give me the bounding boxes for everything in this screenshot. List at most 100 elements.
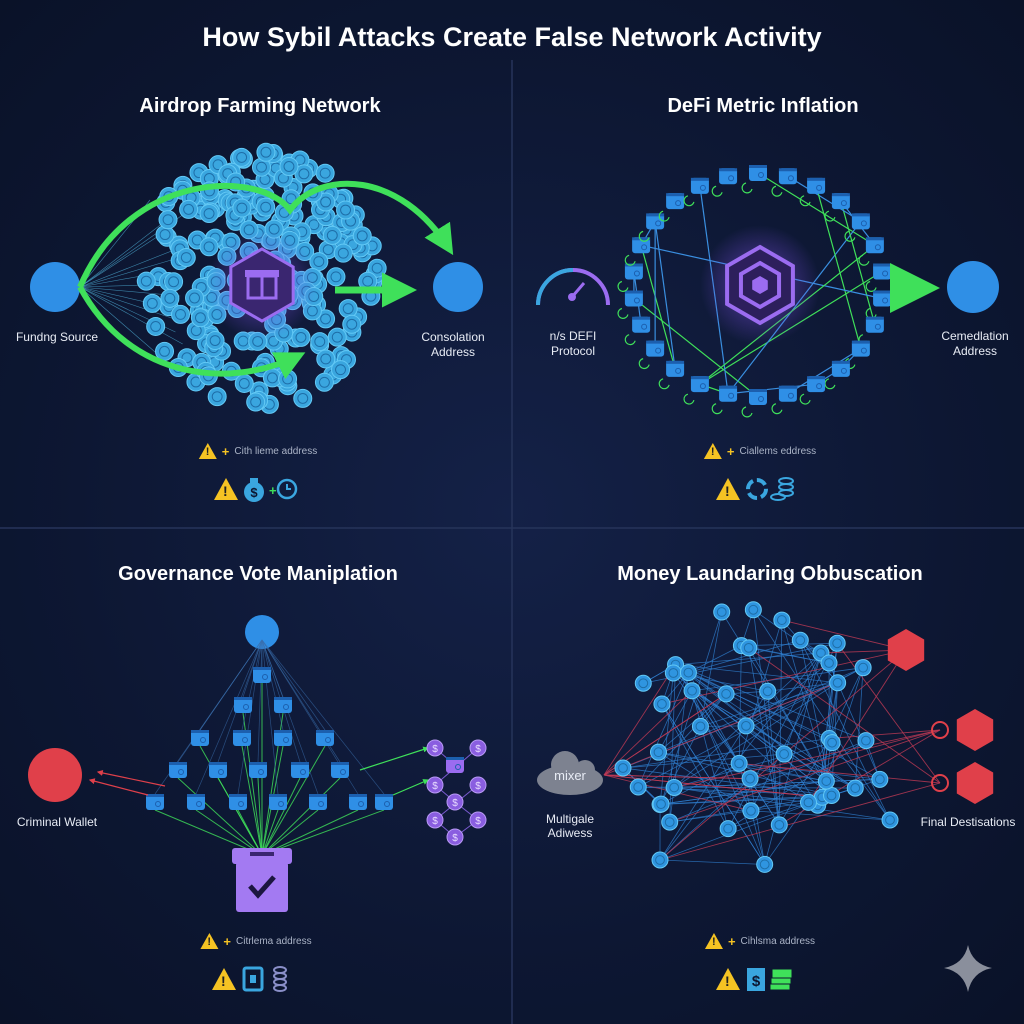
- network-node: [649, 743, 667, 761]
- vote-line: [261, 777, 341, 856]
- network-node: [634, 674, 652, 692]
- coin-icon: [256, 197, 276, 217]
- mixer-label: mixer: [554, 768, 586, 783]
- svg-text:$: $: [452, 798, 458, 809]
- network-link: [659, 672, 674, 805]
- coin-icon: [160, 288, 180, 308]
- wallet-icon: [624, 290, 643, 307]
- funding-source-node: [30, 262, 80, 312]
- transaction-arrow: [654, 221, 678, 371]
- network-node: [651, 851, 669, 869]
- mixer-cloud-icon: [537, 751, 603, 795]
- panel-title-defi: DeFi Metric Inflation: [667, 95, 859, 117]
- network-link: [673, 682, 838, 788]
- network-node: [881, 811, 899, 829]
- network-node: [773, 611, 791, 629]
- transaction-arrow: [840, 201, 877, 326]
- svg-text:$: $: [475, 816, 481, 827]
- network-link: [748, 647, 780, 825]
- protocol-hexagon-core: [752, 276, 768, 294]
- final-destination-hexagon: [887, 629, 925, 671]
- wallet-icon: [274, 730, 292, 746]
- coin-icon: [291, 327, 311, 347]
- wallet-icon: [873, 290, 892, 307]
- green-arrow: [392, 779, 430, 796]
- wallet-icon: [375, 794, 393, 810]
- multigale-label-1: Multigale: [545, 812, 595, 826]
- network-node: [629, 778, 647, 796]
- defi-protocol-label-1: n/s DEFI: [549, 329, 597, 343]
- network-link: [659, 778, 751, 861]
- loop-arrow-icon: [771, 403, 783, 415]
- panel-money-laundering: [537, 601, 994, 873]
- svg-text:$: $: [250, 485, 258, 500]
- wallet-icon: [646, 213, 665, 230]
- coin-icon: [179, 199, 199, 219]
- wallet-icon: [331, 762, 349, 778]
- network-node: [713, 603, 731, 621]
- warning-note-airdrop: +Cith lieme address: [198, 443, 317, 459]
- link-line: [241, 639, 263, 731]
- red-link: [836, 643, 941, 784]
- wallet-icon: [865, 237, 884, 254]
- funding-line: [79, 286, 160, 357]
- coin-icon: [326, 267, 346, 287]
- link-line: [261, 639, 326, 731]
- network-link: [660, 780, 827, 805]
- loop-arrow-icon: [658, 210, 670, 222]
- funding-source-label: Fundng Source: [15, 330, 99, 344]
- loop-arrow-icon: [658, 378, 670, 390]
- checkmark-icon: [248, 875, 276, 899]
- wallet-icon: [778, 385, 797, 402]
- coin-icon: [232, 147, 252, 167]
- coin-icon: [342, 314, 362, 334]
- coin-icon: [234, 373, 254, 393]
- wallet-icon: [187, 794, 205, 810]
- loop-arrow-icon: [711, 185, 723, 197]
- coin-icon: [232, 198, 252, 218]
- wallet-icon: [291, 762, 309, 778]
- wallet-icon: [146, 794, 164, 810]
- transaction-arrow: [728, 381, 818, 395]
- coin-icon: [136, 271, 156, 291]
- network-node: [653, 695, 671, 713]
- wallet-icon: [646, 340, 665, 357]
- coin-icon: [158, 210, 178, 230]
- red-link: [781, 619, 907, 651]
- vote-line: [261, 745, 326, 856]
- panel-title-governance: Governance Vote Maniplation: [118, 563, 398, 585]
- warning-icon: [704, 933, 723, 949]
- network-node: [871, 770, 889, 788]
- network-node: [691, 717, 709, 735]
- network-link: [752, 609, 780, 825]
- network-link: [637, 693, 727, 788]
- wallet-icon: [234, 697, 252, 713]
- network-node: [614, 759, 632, 777]
- wallet-icon: [719, 385, 738, 402]
- coin-icon: [205, 331, 225, 351]
- coin-icon: [367, 258, 387, 278]
- coin-icon: [199, 237, 219, 257]
- icon-row-governance: [212, 965, 300, 993]
- warning-text: Citrlema address: [236, 935, 312, 947]
- vote-line: [195, 809, 263, 856]
- network-node: [679, 664, 697, 682]
- coin-icon: [336, 200, 356, 220]
- warning-text: Ciallems eddress: [739, 445, 817, 457]
- wallet-icon: [719, 168, 738, 185]
- coin-icon: [246, 392, 266, 412]
- wallet-icon: [274, 697, 292, 713]
- network-link: [659, 859, 765, 865]
- wallet-icon: [229, 794, 247, 810]
- funding-line: [79, 286, 178, 321]
- warning-note-governance: +Citrlema address: [200, 933, 312, 949]
- coin-icon: [293, 388, 313, 408]
- network-link: [637, 672, 689, 788]
- network-link: [658, 693, 727, 753]
- network-node: [857, 732, 875, 750]
- loop-arrow-icon: [711, 403, 723, 415]
- network-node: [756, 855, 774, 873]
- final-destination-hexagon: [956, 709, 994, 751]
- network-node: [759, 682, 777, 700]
- link-line: [261, 639, 279, 795]
